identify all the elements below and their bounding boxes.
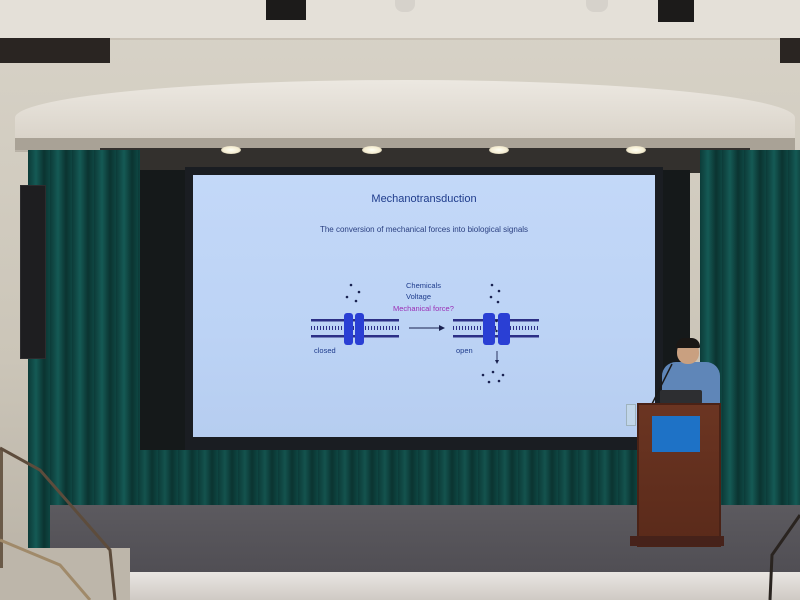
ion-dots-bottom-right bbox=[481, 370, 505, 384]
ceiling-spotlight bbox=[395, 0, 415, 12]
stage-edge bbox=[40, 572, 800, 600]
podium-base bbox=[630, 536, 724, 546]
downlight bbox=[626, 146, 646, 154]
handrail-post bbox=[0, 448, 3, 568]
curtain-left bbox=[28, 150, 140, 550]
channel-closed-icon bbox=[344, 313, 364, 345]
ion-dots-top-left bbox=[345, 283, 361, 303]
downlight bbox=[489, 146, 509, 154]
arrow-down-icon bbox=[495, 351, 499, 364]
ceiling-beam-left bbox=[0, 38, 110, 63]
presenter-hair bbox=[676, 338, 700, 348]
handrail-left bbox=[0, 446, 117, 600]
curtain-below-screen bbox=[138, 450, 703, 510]
ion-channel-diagram bbox=[311, 283, 539, 384]
slide-subtitle: The conversion of mechanical forces into… bbox=[319, 225, 529, 234]
handrail-right bbox=[768, 514, 800, 600]
channel-open-icon bbox=[483, 313, 510, 345]
projected-slide: Mechanotransduction The conversion of me… bbox=[193, 175, 655, 437]
podium-logo-sign bbox=[652, 416, 700, 452]
stimulus-chemicals: Chemicals bbox=[406, 281, 442, 290]
ceiling-spotlight bbox=[586, 0, 608, 12]
laptop bbox=[660, 390, 702, 404]
state-closed-label: closed bbox=[314, 346, 336, 355]
stairs-left bbox=[0, 548, 130, 600]
arrow-right-icon bbox=[409, 325, 445, 331]
ceiling-projector-left bbox=[266, 0, 306, 20]
state-open-label: open bbox=[456, 346, 473, 355]
water-glass bbox=[626, 404, 636, 426]
proscenium-arch-lip bbox=[15, 138, 795, 150]
downlight bbox=[362, 146, 382, 154]
wall-speaker bbox=[20, 185, 46, 359]
ion-dots-top-right bbox=[489, 283, 501, 304]
stimulus-voltage: Voltage bbox=[406, 292, 432, 301]
downlight bbox=[221, 146, 241, 154]
slide-title: Mechanotransduction bbox=[371, 193, 477, 205]
ceiling-projector-right bbox=[658, 0, 694, 22]
ceiling-beam-right bbox=[780, 38, 800, 63]
stimulus-mechanical-force: Mechanical force? bbox=[393, 304, 454, 313]
microphone-icon bbox=[651, 363, 673, 405]
